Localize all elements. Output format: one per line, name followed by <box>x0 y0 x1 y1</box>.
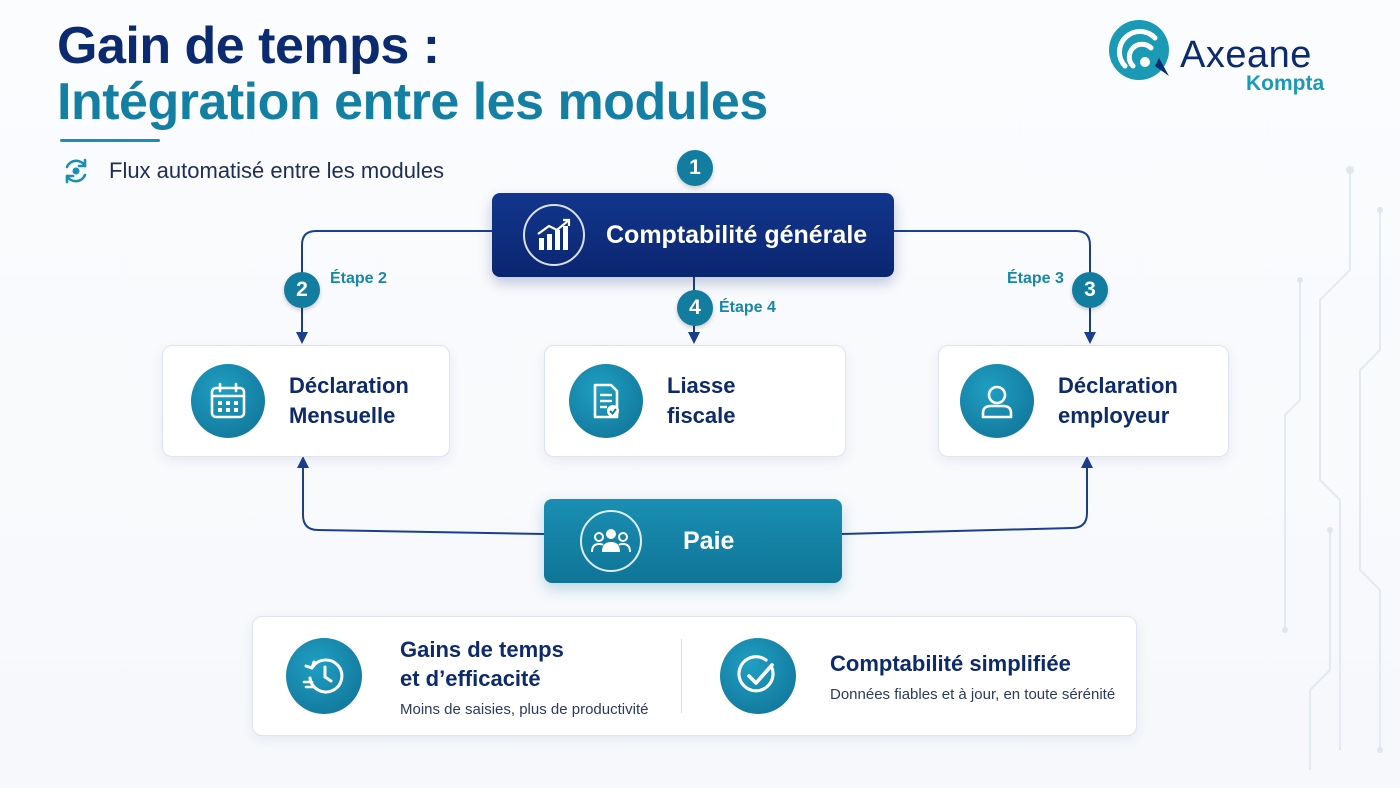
connector-paie-left <box>297 456 545 535</box>
background-circuit-decoration <box>1282 166 1383 770</box>
module-label: Déclaration Mensuelle <box>289 373 409 428</box>
connector-paie-right <box>841 456 1093 535</box>
subtitle-text: Flux automatisé entre les modules <box>109 158 445 183</box>
title-underline <box>60 139 160 142</box>
logo-name: Axeane <box>1180 34 1312 76</box>
module-label: Déclaration employeur <box>1058 373 1178 428</box>
check-icon <box>720 638 796 714</box>
module-label: Paie <box>683 526 735 555</box>
document-icon <box>569 364 643 438</box>
module-paie[interactable]: Paie <box>544 499 842 583</box>
module-declaration-mensuelle[interactable]: Déclaration Mensuelle <box>162 345 450 457</box>
benefit-title-2: et d’efficacité <box>400 665 541 691</box>
clock-icon <box>286 638 362 714</box>
step-badge-3: 3 <box>1072 272 1108 308</box>
sync-icon <box>65 158 87 184</box>
people-icon <box>580 510 642 572</box>
page-title-line2: Intégration entre les modules <box>57 73 768 131</box>
logo-mark <box>1109 20 1169 80</box>
step-badge-4: 4 <box>677 290 713 326</box>
benefits-panel: Gains de temps et d’efficacité Moins de … <box>252 616 1137 736</box>
module-comptabilite-generale[interactable]: Comptabilité générale <box>492 193 894 277</box>
connector-step2 <box>296 230 492 344</box>
benefit-title: Gains de temps <box>400 636 564 662</box>
module-liasse-fiscale[interactable]: Liasse fiscale <box>544 345 846 457</box>
step-badge-2: 2 <box>284 272 320 308</box>
chart-icon <box>523 204 585 266</box>
page-title-line1: Gain de temps : <box>57 17 440 75</box>
calendar-icon <box>191 364 265 438</box>
benefits-divider <box>681 639 682 713</box>
step-label-4: Étape 4 <box>719 299 776 316</box>
module-declaration-employeur[interactable]: Déclaration employeur <box>938 345 1229 457</box>
connector-step3 <box>894 230 1096 344</box>
user-icon <box>960 364 1034 438</box>
step-label-2: Étape 2 <box>330 270 387 287</box>
benefit-simplified-accounting: Comptabilité simplifiée Données fiables … <box>682 638 1115 714</box>
step-badge-1: 1 <box>677 150 713 186</box>
benefit-description: Moins de saisies, plus de productivité <box>400 700 649 718</box>
benefit-time-efficiency: Gains de temps et d’efficacité Moins de … <box>253 635 681 718</box>
benefit-title: Comptabilité simplifiée <box>830 651 1071 676</box>
logo-subname: Kompta <box>1246 72 1325 95</box>
step-label-3: Étape 3 <box>1007 270 1064 287</box>
module-label: Comptabilité générale <box>606 220 868 249</box>
subtitle: Flux automatisé entre les modules <box>61 156 444 186</box>
benefit-description: Données fiables et à jour, en toute séré… <box>830 686 1116 703</box>
module-label: Liasse fiscale <box>667 373 736 428</box>
